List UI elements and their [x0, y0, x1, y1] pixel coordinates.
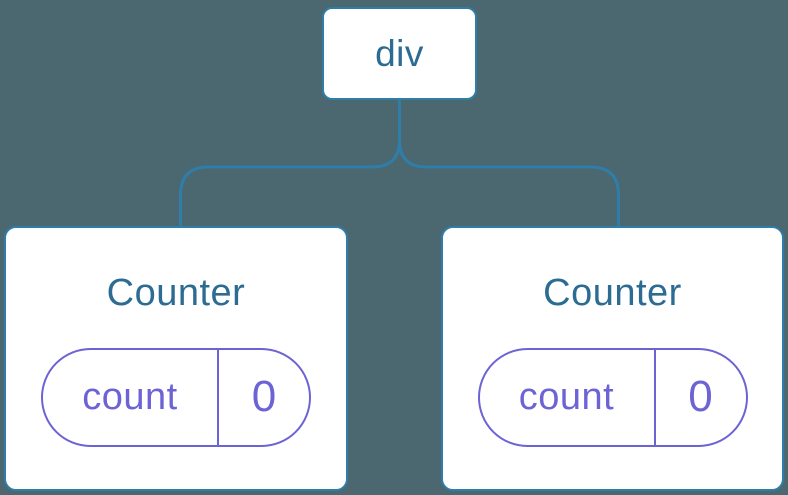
counter-node-label: Counter	[106, 272, 246, 314]
state-key: count	[518, 375, 615, 418]
state-key-cell: count	[43, 349, 219, 445]
state-value-cell: 0	[656, 350, 746, 445]
connector-right-branch	[398, 97, 620, 229]
state-key: count	[82, 375, 178, 418]
state-key-cell: count	[480, 349, 656, 445]
state-value-cell: 0	[219, 350, 309, 445]
root-node-label: div	[375, 32, 424, 74]
state-value: 0	[251, 372, 277, 422]
root-node: div	[322, 7, 477, 100]
state-value: 0	[688, 372, 713, 422]
connector-left-branch	[179, 97, 401, 229]
state-pill: count 0	[477, 347, 748, 447]
counter-node-left: Counter count 0	[4, 226, 348, 491]
counter-node-right: Counter count 0	[441, 226, 784, 491]
counter-node-label: Counter	[543, 272, 682, 314]
state-pill: count 0	[41, 347, 311, 447]
